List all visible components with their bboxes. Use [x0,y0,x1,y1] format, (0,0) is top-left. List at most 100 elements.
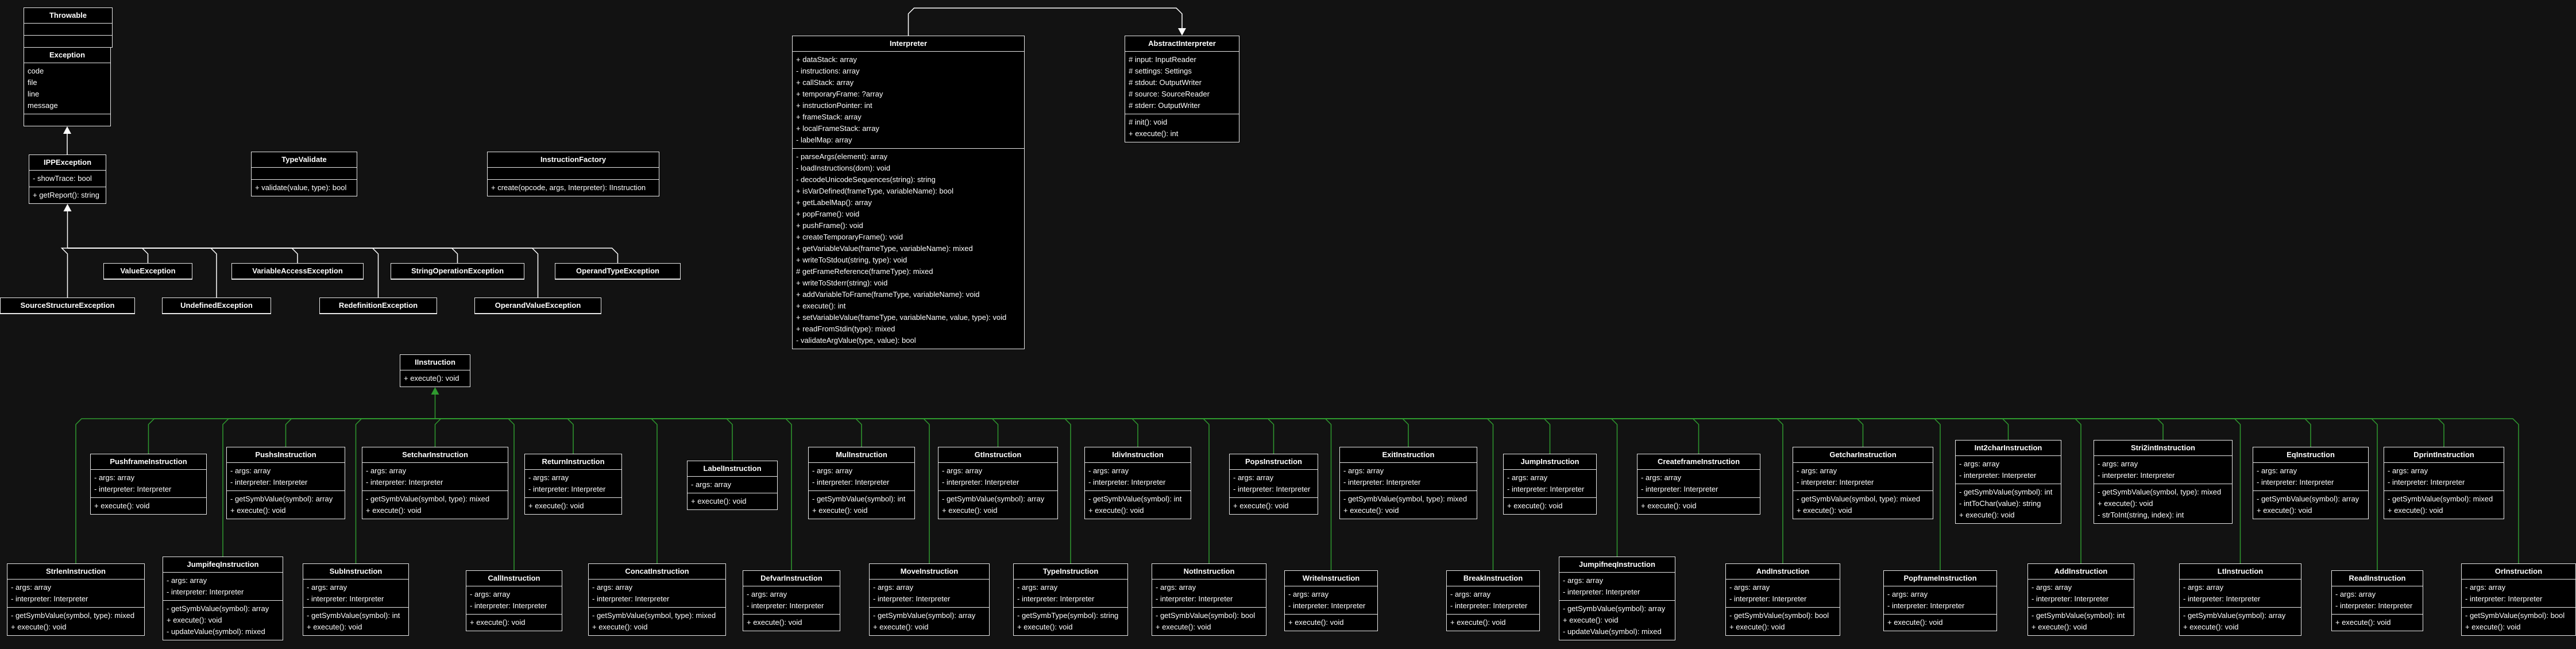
class-attribute: - args: array [11,583,52,592]
class-box-stri2int: Stri2intInstruction- args: array- interp… [2094,440,2233,524]
class-method: + execute(): void [2032,623,2087,631]
class-attribute: - interpreter: Interpreter [1563,588,1640,596]
class-method: + execute(): void [366,506,422,515]
class-name: TypeInstruction [1014,564,1127,580]
class-method: + execute(): void [167,616,222,624]
realization-line [285,418,435,447]
class-name: PushframeInstruction [91,454,206,470]
class-method: - getSymbValue(symbol): array [942,495,1045,503]
class-method: + execute(): void [1887,618,1943,627]
class-name: AddInstruction [2028,564,2134,580]
realization-line [435,418,1700,454]
class-attributes-section: - args: array- interpreter: Interpreter [1085,463,1191,491]
class-methods-section: - getSymbValue(symbol): int- intToChar(v… [1956,484,2061,523]
class-method: + execute(): void [307,623,362,631]
class-box-write: WriteInstruction- args: array- interpret… [1284,570,1378,631]
class-name: JumpifneqInstruction [1559,557,1675,573]
class-attribute: - interpreter: Interpreter [230,478,308,486]
class-box-idiv: IdivInstruction- args: array- interprete… [1084,447,1191,519]
class-methods-section: + validate(value, type): bool [252,180,357,196]
class-attribute: - interpreter: Interpreter [1507,485,1585,493]
class-method: - getSymbValue(symbol): array [873,611,976,620]
class-name: GetcharInstruction [1793,447,1933,463]
inheritance-arrow-head [63,204,72,211]
class-attribute: - interpreter: Interpreter [1156,594,1233,603]
class-attribute: code [28,67,44,75]
class-method: + isVarDefined(frameType, variableName):… [796,187,953,195]
class-method: - parseArgs(element): array [796,152,887,161]
class-attribute: - args: array [2388,466,2428,475]
class-attribute: - args: array [812,466,853,475]
class-box-and: AndInstruction- args: array- interpreter… [1725,563,1840,636]
class-box-mul: MulInstruction- args: array- interpreter… [808,447,915,519]
realization-line [222,418,435,557]
class-method: + execute(): void [691,497,747,505]
class-name: AbstractInterpreter [1125,36,1239,52]
class-box-redefinitionexception: RedefinitionException [319,298,437,314]
class-attribute: # stderr: OutputWriter [1129,101,1200,110]
class-name: TypeValidate [252,152,357,168]
class-name: CreateframeInstruction [1637,454,1760,470]
class-box-getchar: GetcharInstruction- args: array- interpr… [1793,447,1933,519]
class-attribute: - args: array [1507,473,1548,482]
class-attributes-section: - showTrace: bool [29,171,106,187]
class-method: - getSymbValue(symbol): int [1959,488,2053,496]
class-attribute: - args: array [1233,473,1274,482]
class-box-int2char: Int2charInstruction- args: array- interp… [1955,440,2061,524]
class-methods-section: + getReport(): string [29,187,106,203]
class-box-stringoperationexception: StringOperationException [391,263,524,280]
class-method: - getSymbValue(symbol): int [307,611,400,620]
class-attributes-section: - args: array- interpreter: Interpreter [2462,580,2575,608]
class-name: UndefinedException [163,298,271,314]
class-methods-section: - getSymbValue(symbol): array+ execute()… [163,601,283,640]
class-method: + execute(): void [942,506,998,515]
class-box-operandtypeexception: OperandTypeException [555,263,681,280]
class-name: IInstruction [400,355,470,370]
class-methods-section: - getSymbValue(symbol): mixed+ execute()… [2384,491,2504,519]
class-attribute: - instructions: array [796,67,860,75]
class-attribute: - args: array [691,480,732,489]
class-name: MoveInstruction [870,564,989,580]
class-name: OperandTypeException [555,264,680,279]
class-name: StrlenInstruction [7,564,144,580]
class-name: DprintInstruction [2384,447,2504,463]
class-box-instructionfactory: InstructionFactory+ create(opcode, args,… [487,152,659,196]
class-method: + execute(): void [2335,618,2391,627]
class-name: AndInstruction [1726,564,1840,580]
realization-line [435,418,999,447]
class-method: + execute(): void [1288,618,1344,627]
class-attribute: # stdout: OutputWriter [1129,78,1202,87]
class-attribute: - showTrace: bool [33,174,92,183]
class-box-type: TypeInstruction- args: array- interprete… [1013,563,1128,636]
class-name: SetcharInstruction [362,447,508,463]
class-name: ConcatInstruction [589,564,725,580]
class-box-interpreter: Interpreter+ dataStack: array- instructi… [792,36,1025,349]
class-methods-section: + execute(): void [400,370,470,387]
class-method: + execute(): void [1959,511,2015,519]
class-attribute: - args: array [366,466,407,475]
class-attribute: - args: array [470,590,511,598]
class-attribute: - args: array [1088,466,1129,475]
class-method: + execute(): void [94,501,150,510]
class-attribute: - args: array [747,590,787,598]
class-attributes-section: - args: array- interpreter: Interpreter [870,580,989,608]
class-attribute: - interpreter: Interpreter [2098,471,2175,480]
class-box-jumpifneq: JumpifneqInstruction- args: array- inter… [1559,557,1675,640]
class-box-return: ReturnInstruction- args: array- interpre… [524,454,622,515]
class-attribute: - interpreter: Interpreter [1887,601,1965,610]
class-box-createframe: CreateframeInstruction- args: array- int… [1637,454,1760,515]
class-attributes-section: - args: array- interpreter: Interpreter [525,470,621,498]
class-attributes-section: - args: array- interpreter: Interpreter [7,580,144,608]
class-method: - getSymbValue(symbol, type): mixed [592,611,716,620]
class-attribute: - args: array [2032,583,2072,592]
class-method: - getSymbValue(symbol): array [1563,604,1666,613]
class-attributes-section: + dataStack: array- instructions: array+… [793,52,1024,149]
class-attribute: # source: SourceReader [1129,90,1210,98]
class-box-undefinedexception: UndefinedException [162,298,271,314]
class-attributes-section: - args: array- interpreter: Interpreter [91,470,206,498]
class-name: Interpreter [793,36,1024,52]
class-methods-section: - getSymbValue(symbol, type): mixed+ exe… [1340,491,1477,519]
class-name: Throwable [24,8,112,24]
class-attribute: - interpreter: Interpreter [2335,601,2413,610]
class-attributes-section: - args: array- interpreter: Interpreter [1340,463,1477,491]
